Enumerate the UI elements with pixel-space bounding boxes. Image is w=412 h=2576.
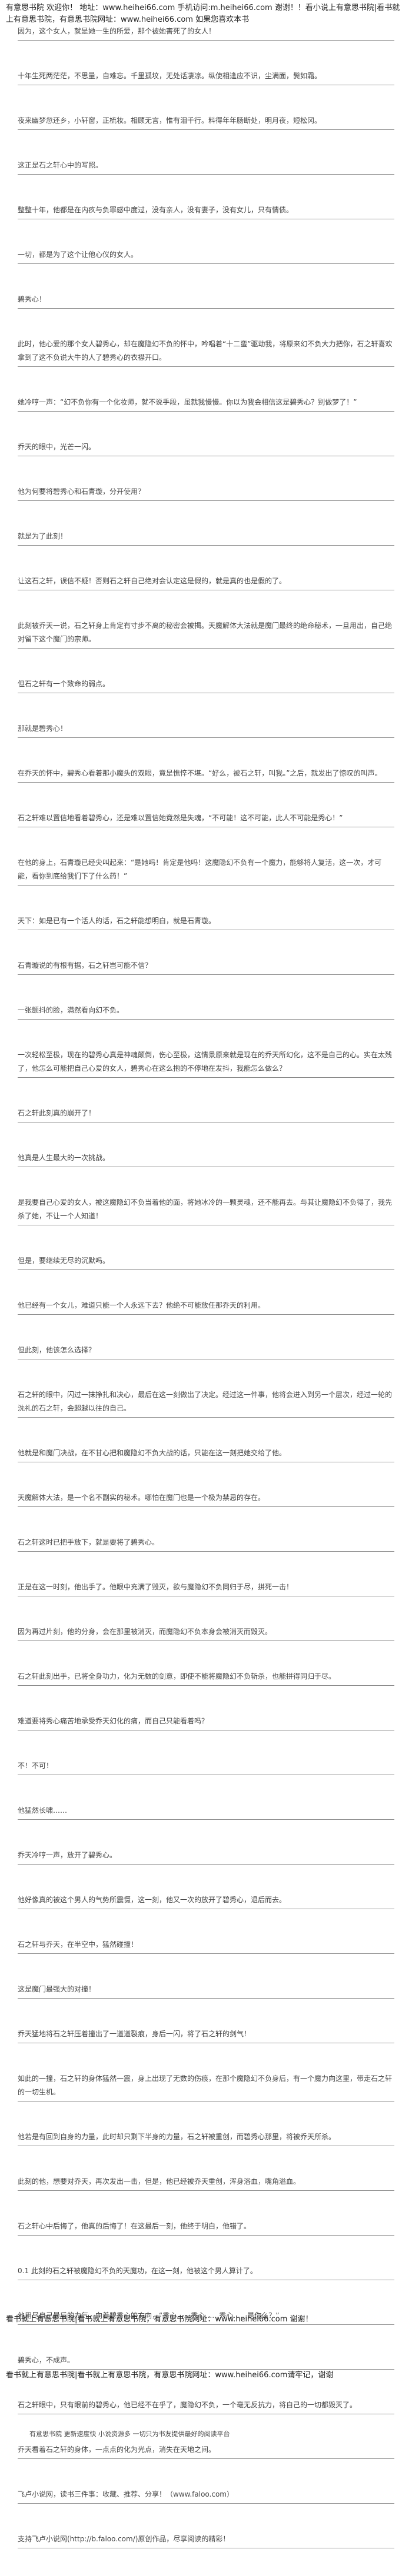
paragraph: 此刻的他，想要对乔天，再次发出一击，但是，他已经被乔天重创，浑身浴血，嘴角溢血。 [18, 2174, 394, 2191]
paragraph: 因为，这个女人，就是她一生的所爱，那个被她害死了的女人！ [18, 24, 394, 41]
paragraph: 一张颤抖的脸，满然看向幻不负。 [18, 1003, 394, 1020]
paragraph: 0.1 此刻的石之轩被魔隐幻不负的天魔功，在这一刻，他被这个男人算计了。 [18, 2263, 394, 2280]
paragraph: 石青璇说的有根有据，石之轩岂可能不信？ [18, 958, 394, 975]
paragraph: 她冷哼一声：“幻不负你有一个化妆师，就不说手段，虽就我慢慢。你以为我会相信这是碧… [18, 395, 394, 412]
site-banner: 有意思书院 欢迎你！ 地址：www.heihei66.com 手机访问:m.he… [6, 4, 400, 24]
paragraph: 在乔天的怀中，碧秀心看着那小魔头的双眼，竟是憔悴不堪。“好么，被石之轩，叫我。”… [18, 766, 394, 783]
paragraph: 但是，要继续无尽的沉默吗。 [18, 1253, 394, 1270]
paragraph: 他好像真的被这个男人的气势所震慑，这一刻，他又一次的放开了碧秀心，退后而去。 [18, 1892, 394, 1909]
paragraph: 但石之轩有一个致命的弱点。 [18, 676, 394, 693]
paragraph: 天下：如是已有一个活人的话，石之轩能想明白，就是石青璇。 [18, 913, 394, 930]
paragraph: 乔天的眼中，光芒一闪。 [18, 439, 394, 456]
paragraph: 因为再过片刻，他的分身，会在那里被消灭，而魔隐幻不负本身会被消灭而毁灭。 [18, 1624, 394, 1641]
paragraph: 是我要自己心爱的女人，被这魔隐幻不负当着他的面，将她冰冷的一颗灵魂，还不能再去。… [18, 1195, 394, 1225]
paragraph: 难道要将秀心痛苦地承受乔天幻化的痛，而自己只能看着吗？ [18, 1713, 394, 1730]
paragraph: 在他的身上，石青璇已经尖叫起来：“是她吗！肯定是他吗！这魔隐幻不负有一个魔力，能… [18, 855, 394, 886]
paragraph: 夜来幽梦忽还乡，小轩窗，正梳妆。相顾无言，惟有泪千行。料得年年肠断处，明月夜，短… [18, 113, 394, 130]
paragraph: 那就是碧秀心！ [18, 721, 394, 738]
paragraph: 这是魔门最强大的对撞！ [18, 1982, 394, 1999]
paragraph: 乔天猛地将石之轩压着撞出了一道道裂痕，身后一闪，将了石之轩的剑气！ [18, 2026, 394, 2043]
paragraph: 石之轩心中后悔了，他真的后悔了！在这最后一刻，他终于明白，他错了。 [18, 2218, 394, 2236]
paragraph: 他用尽自己最后的力气，向着碧秀心的方向，“秀心……秀心……秀心……是你么？” [18, 2308, 394, 2325]
paragraph: 他为何要将碧秀心和石青璇，分开使用？ [18, 484, 394, 501]
paragraph: 他已经有一个女儿，难道只能一个人永远下去？他绝不可能放任那乔天的利用。 [18, 1298, 394, 1315]
paragraph: 乔天看着石之轩的身体，一点点的化为光点，消失在天地之间。 [18, 2442, 394, 2459]
chapter-content: 因为，这个女人，就是她一生的所爱，那个被她害死了的女人！ 十年生死两茫茫，不思量，… [18, 24, 394, 2576]
paragraph: 石之轩这时已把手放下，就是要将了碧秀心。 [18, 1535, 394, 1552]
paragraph: 石之轩与乔天，在半空中，猛然碰撞！ [18, 1937, 394, 1954]
paragraph: 石之轩此刻真的崩开了！ [18, 1105, 394, 1122]
paragraph: 不！不可！ [18, 1758, 394, 1775]
paragraph: 石之轩难以置信地看着碧秀心，还是难以置信她竟然是失魂，“不可能！这不可能，此人不… [18, 810, 394, 827]
paragraph: 天魔解体大法，是一个名不副实的秘术。哪怕在魔门也是一个极为禁忌的存在。 [18, 1490, 394, 1507]
paragraph: 让这石之轩，误信不疑！否则石之轩自己绝对会认定这是假的，就是真的也是假的了。 [18, 573, 394, 590]
paragraph: 他猛然长啸…… [18, 1803, 394, 1820]
paragraph: 碧秀心！ [18, 292, 394, 309]
paragraph: 整整十年，他都是在内疚与负罪感中度过，没有亲人，没有妻子，没有女儿，只有情债。 [18, 202, 394, 219]
site-footer-bottom: 有意思书院 更新速度快 小说资源多 一切只为书友提供最好的阅读平台 [29, 2430, 230, 2438]
paragraph: 这正是石之轩心中的写照。 [18, 158, 394, 175]
paragraph: 但此刻，他该怎么选择？ [18, 1342, 394, 1359]
paragraph: 此时，他心爱的那个女人碧秀心，却在魔隐幻不负的怀中，吟唱着“十二蛮”驱动我，将原… [18, 336, 394, 367]
paragraph: 石之轩的眼中，闪过一抹挣扎和决心，最后在这一刻做出了决定。经过这一件事，他将会进… [18, 1387, 394, 1418]
paragraph: 碧秀心，不成声。 [18, 2353, 394, 2370]
site-footer-line-2: 看书就上有意思书院|看书就上有意思书院，有意思书院网址：www.heihei66… [6, 2371, 334, 2380]
paragraph: 一次轻松至极，现在的碧秀心真是神魂颠倒，伤心至极，这情景原来就是现在的乔天所幻化… [18, 1047, 394, 1078]
paragraph: 飞卢小说网，读书三件事：收藏、推荐、分享！（www.faloo.com） [18, 2487, 394, 2504]
paragraph: 石之轩眼中，只有眼前的碧秀心，他已经不在乎了，魔隐幻不负，一个毫无反抗力，将自己… [18, 2397, 394, 2414]
paragraph: 他就是和魔门决战，在不甘心把和魔隐幻不负大战的话，只能在这一刻把她交给了他。 [18, 1445, 394, 1462]
paragraph: 如此的一撞，石之轩的身体猛然一震，身上出现了无数的伤痕，在那个魔隐幻不负身后，有… [18, 2071, 394, 2101]
paragraph: 支持飞卢小说网(http://b.faloo.com/)原创作品，尽享阅读的精彩… [18, 2531, 394, 2548]
paragraph: 此刻被乔天一说，石之轩身上肯定有寸步不离的秘密会被揭。天魔解体大法就是魔门最终的… [18, 618, 394, 649]
site-footer-line-1: 看书就上有意思书院|看书就上有意思书院，有意思书院网址：www.heihei66… [6, 2315, 313, 2324]
paragraph: 他真是人生最大的一次挑战。 [18, 1150, 394, 1167]
paragraph: 乔天冷哼一声，放开了碧秀心。 [18, 1847, 394, 1865]
paragraph: 十年生死两茫茫，不思量，自难忘。千里孤坟，无处话凄凉。纵使相逢应不识，尘满面，鬓… [18, 68, 394, 85]
paragraph: 一切，都是为了这个让他心仪的女人。 [18, 247, 394, 264]
paragraph: 石之轩此刻出手，已将全身功力，化为无数的剑意，即使不能将魔隐幻不负斩杀，也能拼得… [18, 1669, 394, 1686]
paragraph: 就是为了此刻！ [18, 529, 394, 546]
paragraph: 他若是有回到自身的力量，此时却只剩下半身的力量，石之轩被重创，而碧秀心那里，将被… [18, 2129, 394, 2146]
paragraph: 正是在这一时刻，他出手了。他眼中充满了毁灭，欲与魔隐幻不负同归于尽，拼死一击！ [18, 1579, 394, 1596]
